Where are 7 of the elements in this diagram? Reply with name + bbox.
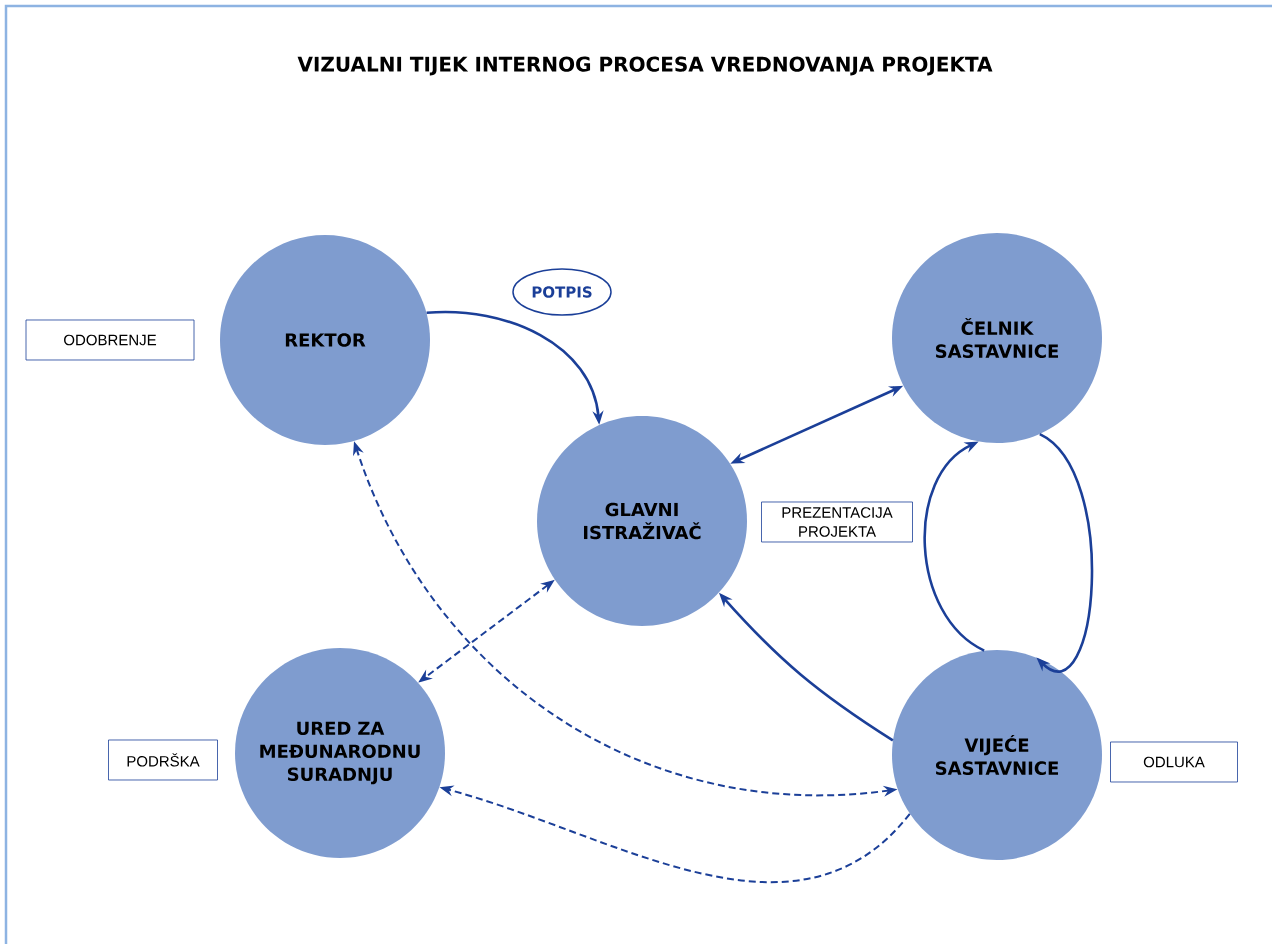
note-box: PREZENTACIJA PROJEKTA: [761, 501, 913, 543]
note-box: ODLUKA: [1110, 741, 1238, 783]
note-box: PODRŠKA: [108, 739, 218, 781]
title: VIZUALNI TIJEK INTERNOG PROCESA VREDNOVANJA PROJEKTA: [297, 56, 993, 76]
note-box: ODOBRENJE: [25, 319, 195, 361]
arrow: [923, 441, 985, 652]
label-oval: POTPIS: [512, 268, 612, 316]
